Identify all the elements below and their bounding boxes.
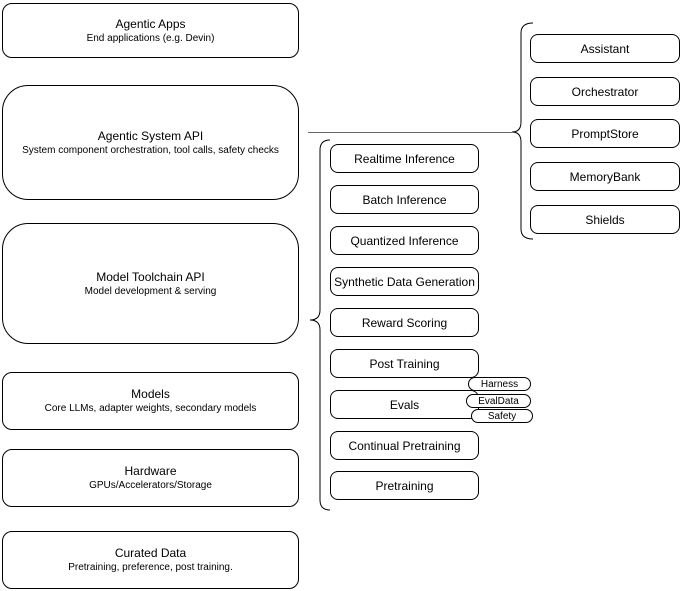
node-subtitle: System component orchestration, tool cal… <box>22 144 279 156</box>
node-label: MemoryBank <box>569 169 641 184</box>
node-evals: Evals <box>330 390 479 419</box>
node-shields: Shields <box>530 205 680 234</box>
toolchain-brace <box>309 139 331 511</box>
node-batch-inference: Batch Inference <box>330 185 479 214</box>
node-label: Orchestrator <box>571 84 639 99</box>
node-subtitle: GPUs/Accelerators/Storage <box>89 480 212 491</box>
node-agentic-apps: Agentic Apps End applications (e.g. Devi… <box>2 3 299 58</box>
node-label: Realtime Inference <box>354 151 455 166</box>
node-label: Reward Scoring <box>361 315 448 330</box>
node-title: Curated Data <box>114 546 187 560</box>
node-models: Models Core LLMs, adapter weights, secon… <box>2 372 299 430</box>
node-subtitle: Pretraining, preference, post training. <box>68 562 233 573</box>
node-title: Hardware <box>124 464 177 478</box>
node-continual-pretraining: Continual Pretraining <box>330 431 479 460</box>
node-label: Continual Pretraining <box>348 438 461 453</box>
tag-label: Safety <box>487 410 517 422</box>
node-synthetic-data-generation: Synthetic Data Generation <box>330 267 479 296</box>
tag-harness: Harness <box>468 377 531 391</box>
node-label: Pretraining <box>375 478 434 493</box>
node-curated-data: Curated Data Pretraining, preference, po… <box>2 531 299 589</box>
node-title: Models <box>131 387 170 401</box>
node-promptstore: PromptStore <box>530 119 680 148</box>
node-label: Quantized Inference <box>350 233 459 248</box>
node-hardware: Hardware GPUs/Accelerators/Storage <box>2 449 299 507</box>
node-label: Evals <box>389 397 420 412</box>
node-pretraining: Pretraining <box>330 471 479 500</box>
node-label: Batch Inference <box>362 192 447 207</box>
node-subtitle: Core LLMs, adapter weights, secondary mo… <box>44 403 257 414</box>
node-title: Model Toolchain API <box>96 269 205 284</box>
node-title: Agentic Apps <box>115 16 186 31</box>
node-label: Shields <box>585 212 625 227</box>
node-memorybank: MemoryBank <box>530 162 680 191</box>
node-label: PromptStore <box>571 126 639 141</box>
node-subtitle: End applications (e.g. Devin) <box>86 32 215 44</box>
node-label: Assistant <box>580 41 630 56</box>
node-label: Post Training <box>369 356 440 371</box>
node-quantized-inference: Quantized Inference <box>330 226 479 255</box>
node-realtime-inference: Realtime Inference <box>330 144 479 173</box>
node-subtitle: Model development & serving <box>84 285 217 297</box>
node-title: Agentic System API <box>97 128 204 143</box>
tag-label: Harness <box>480 378 519 390</box>
tag-label: EvalData <box>478 395 519 407</box>
node-agentic-system-api: Agentic System API System component orch… <box>2 85 299 200</box>
tag-evaldata: EvalData <box>466 394 531 408</box>
node-post-training: Post Training <box>330 349 479 378</box>
node-reward-scoring: Reward Scoring <box>330 308 479 337</box>
node-orchestrator: Orchestrator <box>530 77 680 106</box>
tag-safety: Safety <box>471 409 533 423</box>
node-label: Synthetic Data Generation <box>334 274 475 289</box>
node-model-toolchain-api: Model Toolchain API Model development & … <box>2 223 299 344</box>
node-assistant: Assistant <box>530 34 680 63</box>
